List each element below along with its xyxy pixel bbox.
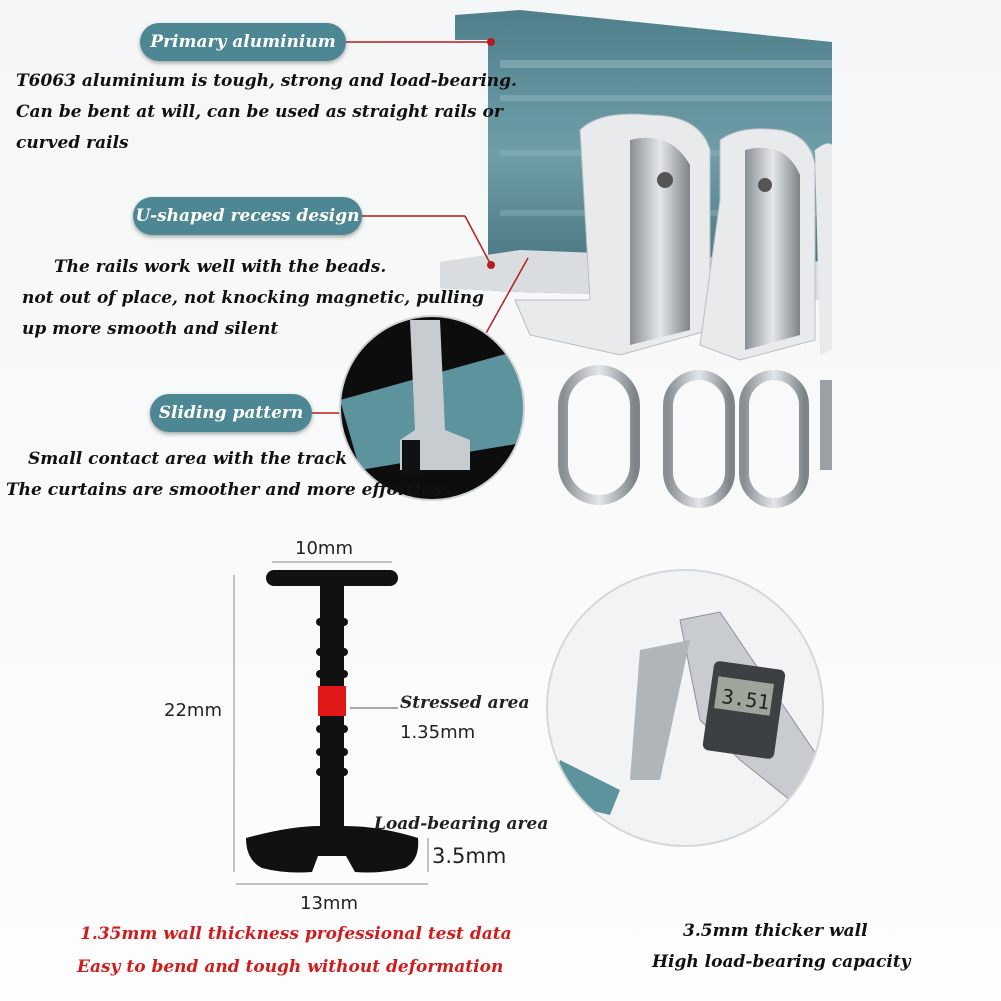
stressed-area-label: Stressed area — [400, 693, 530, 713]
description-line: up more smooth and silent — [22, 319, 279, 339]
left-caption-line-1: 1.35mm wall thickness professional test … — [80, 924, 512, 944]
description-line: The rails work well with the beads. — [54, 257, 387, 277]
curtain-gliders-photo — [514, 113, 832, 508]
sliding-pattern-inset — [340, 316, 524, 500]
connector-line — [484, 257, 529, 336]
description-line: The curtains are smoother and more effor… — [6, 480, 452, 500]
right-caption-line-1: 3.5mm thicker wall — [683, 921, 868, 941]
wall-thickness-label: 1.35mm — [400, 722, 476, 743]
u-shaped-recess-pill: U-shaped recess design — [133, 197, 362, 235]
description-line: Can be bent at will, can be used as stra… — [16, 102, 503, 122]
rail-profile-diagram — [233, 561, 429, 885]
description-line: T6063 aluminium is tough, strong and loa… — [16, 71, 517, 91]
left-caption-line-2: Easy to bend and tough without deformati… — [77, 957, 504, 977]
u-shaped-recess-description: The rails work well with the beads. not … — [22, 252, 484, 345]
height-label: 22mm — [164, 700, 222, 721]
caliper-inset: 3.51 — [547, 570, 823, 846]
load-bearing-area-label: Load-bearing area — [374, 814, 549, 834]
description-line: not out of place, not knocking magnetic,… — [22, 288, 485, 308]
sliding-pattern-description: Small contact area with the track The cu… — [6, 444, 451, 506]
connector-line — [464, 215, 492, 266]
base-thickness-label: 3.5mm — [432, 844, 507, 868]
top-width-label: 10mm — [295, 538, 353, 559]
sliding-pattern-pill: Sliding pattern — [150, 394, 312, 432]
bottom-width-label: 13mm — [300, 893, 358, 914]
right-caption-line-2: High load-bearing capacity — [652, 952, 911, 972]
primary-aluminium-pill: Primary aluminium — [140, 23, 346, 61]
description-line: Small contact area with the track — [28, 449, 347, 469]
description-line: curved rails — [16, 133, 129, 153]
primary-aluminium-description: T6063 aluminium is tough, strong and loa… — [16, 66, 517, 159]
